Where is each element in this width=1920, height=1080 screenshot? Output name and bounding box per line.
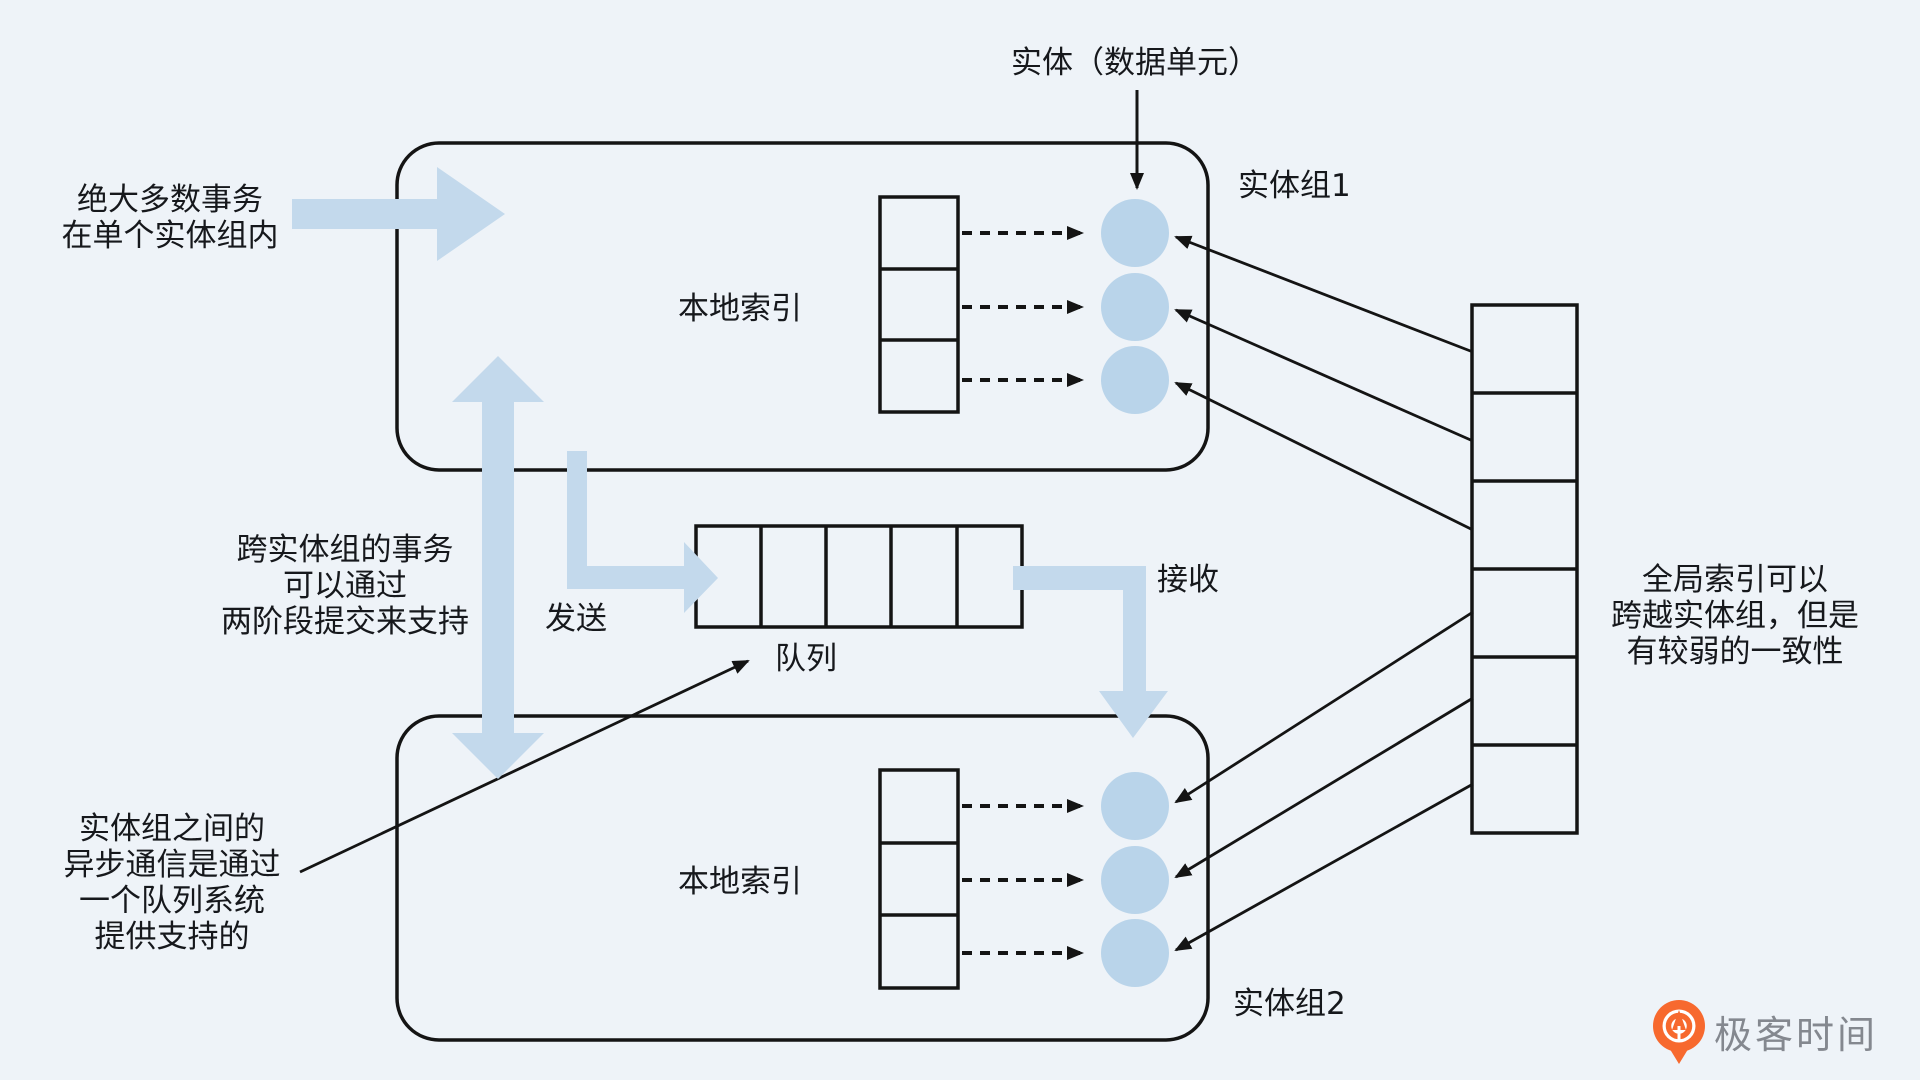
cross-group-note-line: 跨实体组的事务: [236, 532, 454, 568]
entity-group-2-box: [395, 714, 1210, 1042]
local-index-label-group1: 本地索引: [678, 291, 802, 327]
async-queue-note-line: 一个队列系统: [79, 883, 265, 919]
flow-arrows: [292, 167, 1168, 779]
local-index-label-group2: 本地索引: [678, 864, 802, 900]
send-label: 发送: [545, 601, 607, 637]
receive-label: 接收: [1157, 562, 1219, 598]
cross-group-note-line: 两阶段提交来支持: [221, 604, 469, 640]
queue-box: [694, 524, 1024, 629]
geektime-logo-icon: [1653, 1000, 1705, 1064]
async-queue-note: 实体组之间的 异步通信是通过 一个队列系统 提供支持的: [32, 811, 312, 955]
entity-circles-group-1: [1101, 199, 1169, 414]
local-index-table-1: [878, 195, 960, 414]
async-queue-note-line: 异步通信是通过: [63, 847, 281, 883]
entity-group-2-label: 实体组2: [1233, 986, 1346, 1022]
local-index-table-2: [878, 768, 960, 990]
global-index-links: [1174, 235, 1474, 952]
queue-label: 队列: [775, 641, 837, 677]
entity-group-1-box: [395, 141, 1210, 472]
async-queue-note-line: 提供支持的: [94, 919, 250, 955]
global-index-table: [1470, 303, 1579, 835]
global-index-note: 全局索引可以 跨越实体组，但是 有较弱的一致性: [1585, 562, 1885, 670]
cross-group-note: 跨实体组的事务 可以通过 两阶段提交来支持: [195, 532, 495, 640]
entity-data-unit-label: 实体（数据单元）: [1011, 45, 1259, 81]
two-phase-commit-double-arrow: [452, 356, 544, 779]
left-note: 绝大多数事务 在单个实体组内: [40, 182, 300, 254]
global-index-note-line: 跨越实体组，但是: [1611, 598, 1859, 634]
entity-circles-group-2: [1101, 772, 1169, 987]
local-index-dashed-links: [962, 226, 1084, 960]
async-queue-note-line: 实体组之间的: [79, 811, 265, 847]
receive-arrow: [1013, 566, 1168, 738]
global-index-note-line: 有较弱的一致性: [1626, 634, 1844, 670]
left-note-line: 在单个实体组内: [61, 218, 279, 254]
cross-group-note-line: 可以通过: [283, 568, 407, 604]
global-index-note-line: 全局索引可以: [1642, 562, 1828, 598]
single-group-transactions-arrow: [292, 167, 505, 261]
geektime-logo-text: 极客时间: [1714, 1013, 1879, 1057]
geektime-logo: 极客时间: [1648, 996, 1908, 1072]
send-arrow: [567, 451, 718, 613]
left-note-line: 绝大多数事务: [77, 182, 263, 218]
entity-group-1-label: 实体组1: [1238, 168, 1351, 204]
queue-label-pointer-arrow: [299, 659, 750, 874]
